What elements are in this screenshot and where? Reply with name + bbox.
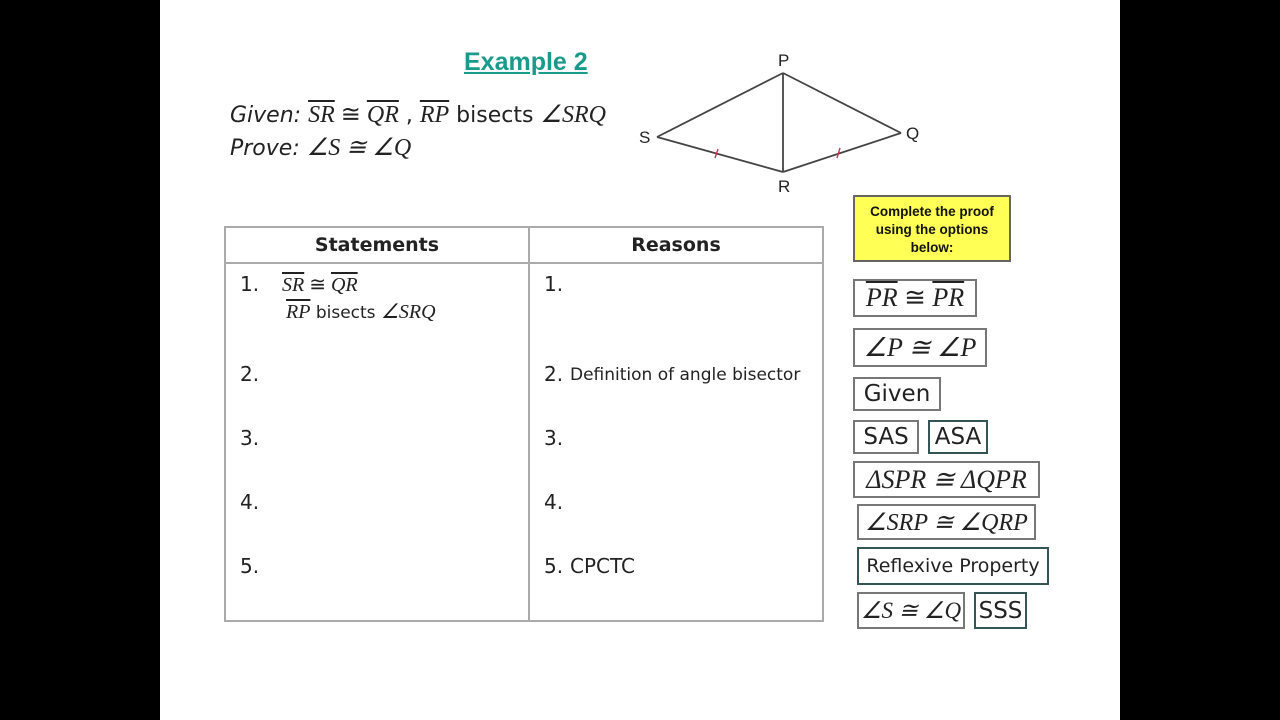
congruent-symbol: ≅	[334, 102, 367, 128]
statement-number: 2.	[240, 362, 260, 386]
reason-row-4[interactable]: 4.	[544, 490, 576, 514]
segment-qr	[782, 132, 902, 173]
statements-column: 1. SR ≅ QR RP bisects ∠SRQ 2. 3. 4.	[224, 263, 530, 621]
bisects-text: bisects	[449, 103, 541, 128]
option-angle-srp-congruent[interactable]: ∠SRP ≅ ∠QRP	[857, 504, 1036, 540]
option-angle-s-congruent[interactable]: ∠S ≅ ∠Q	[857, 592, 965, 629]
segment-sr	[656, 136, 784, 173]
given-statement: Given: SR ≅ QR , RP bisects ∠SRQ	[230, 100, 606, 129]
proof-table: Statements Reasons 1. SR ≅ QR RP bisects…	[224, 226, 824, 622]
reason-text: CPCTC	[570, 554, 635, 578]
option-label: ∠P ≅ ∠P	[863, 332, 977, 362]
congruent-symbol: ≅	[304, 274, 331, 296]
statement-number: 1.	[240, 272, 260, 296]
given-label: Given:	[230, 103, 302, 128]
reasons-header: Reasons	[528, 226, 824, 264]
segment-ps	[656, 72, 784, 138]
bisects-text: bisects	[310, 303, 381, 323]
congruent-symbol: ≅	[897, 283, 933, 312]
option-sss[interactable]: SSS	[974, 592, 1027, 629]
reason-text: Definition of angle bisector	[570, 365, 801, 385]
segment-pq	[782, 72, 902, 134]
instructions-box: Complete the proof using the options bel…	[853, 195, 1011, 262]
option-label: ∠SRP ≅ ∠QRP	[865, 509, 1028, 536]
segment-sr: SR	[308, 102, 335, 128]
reason-row-1[interactable]: 1.	[544, 272, 576, 296]
vertex-r: R	[778, 177, 790, 196]
prove-label: Prove:	[230, 136, 300, 161]
reason-number: 2.	[544, 362, 564, 386]
statement-number: 5.	[240, 554, 260, 578]
reason-number: 5.	[544, 554, 564, 578]
statement-row-2[interactable]: 2.	[240, 362, 272, 386]
prove-statement: Prove: ∠S ≅ ∠Q	[230, 133, 411, 162]
option-label: Given	[863, 381, 931, 407]
option-label: SAS	[863, 424, 909, 450]
vertex-q: Q	[906, 124, 919, 143]
statement-row-5[interactable]: 5.	[240, 554, 272, 578]
angle-srq: ∠SRQ	[380, 301, 436, 323]
option-label: Reflexive Property	[866, 555, 1040, 577]
congruence-ticks	[714, 147, 841, 159]
segment-pr: PR	[865, 283, 898, 312]
option-label: ΔSPR ≅ ΔQPR	[866, 464, 1027, 494]
option-asa[interactable]: ASA	[928, 420, 988, 454]
option-sas[interactable]: SAS	[853, 420, 919, 454]
option-reflexive-property[interactable]: Reflexive Property	[857, 547, 1049, 585]
reason-row-5: 5. CPCTC	[544, 554, 635, 578]
option-label: ∠S ≅ ∠Q	[860, 597, 962, 623]
segment-pr: PR	[932, 283, 965, 312]
statement-row-3[interactable]: 3.	[240, 426, 272, 450]
option-triangle-congruent[interactable]: ΔSPR ≅ ΔQPR	[853, 461, 1040, 498]
segment-qr: QR	[330, 274, 358, 296]
reason-number: 1.	[544, 272, 564, 296]
reason-row-2: 2. Definition of angle bisector	[544, 362, 800, 386]
angle-srq: ∠SRQ	[540, 102, 606, 128]
segment-rp: RP	[419, 102, 450, 128]
reason-row-3[interactable]: 3.	[544, 426, 576, 450]
reasons-column: 1. 2. Definition of angle bisector 3. 4.…	[528, 263, 824, 621]
statement-number: 3.	[240, 426, 260, 450]
segment-sr: SR	[282, 274, 305, 296]
reason-number: 3.	[544, 426, 564, 450]
option-angle-p-congruent[interactable]: ∠P ≅ ∠P	[853, 328, 987, 367]
statements-header: Statements	[224, 226, 530, 264]
statement-row-4[interactable]: 4.	[240, 490, 272, 514]
option-label: ASA	[934, 424, 982, 450]
page-title: Example 2	[464, 48, 588, 76]
option-given[interactable]: Given	[853, 377, 941, 411]
statement-text: SR ≅ QR RP bisects ∠SRQ	[272, 272, 436, 327]
statement-row-1: 1. SR ≅ QR RP bisects ∠SRQ	[240, 272, 436, 327]
segment-rp: RP	[286, 301, 311, 323]
prove-text: ∠S ≅ ∠Q	[306, 135, 412, 161]
kite-diagram: P S Q R	[639, 51, 919, 196]
vertex-p: P	[778, 51, 789, 70]
vertex-s: S	[639, 128, 650, 147]
comma: ,	[398, 103, 420, 128]
statement-number: 4.	[240, 490, 260, 514]
option-pr-congruent-pr[interactable]: PR ≅ PR	[853, 279, 977, 317]
segment-qr: QR	[366, 102, 399, 128]
option-label: SSS	[978, 597, 1023, 624]
reason-number: 4.	[544, 490, 564, 514]
